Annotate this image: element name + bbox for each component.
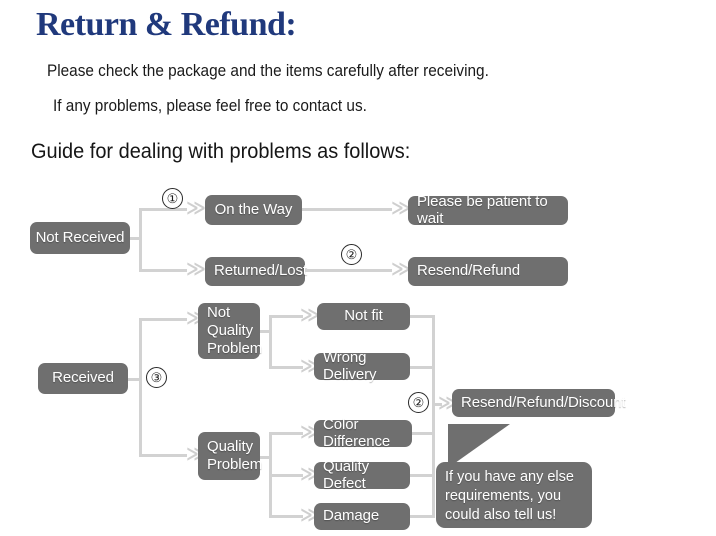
callout-bubble: If you have any else requirements, you c… (436, 462, 592, 528)
node-resend-refund[interactable]: Resend/Refund (408, 257, 568, 286)
connector-damage-out (410, 515, 435, 518)
node-wrong-delivery[interactable]: Wrong Delivery (314, 349, 410, 382)
node-color-difference[interactable]: Color Difference (314, 416, 412, 449)
arrow-to-resend-refund: ≫ (391, 258, 411, 280)
instruction-line-2: If any problems, please feel free to con… (53, 97, 367, 115)
callout-tail (448, 424, 510, 468)
connector-to-returned-lost (139, 269, 187, 272)
connector-not-received-bus (139, 208, 142, 270)
arrow-to-not-fit: ≫ (300, 304, 320, 326)
step-marker-1: ① (162, 188, 183, 209)
connector-not-received-stem (130, 237, 142, 240)
instruction-line-1: Please check the package and the items c… (47, 62, 489, 80)
node-not-quality-problem[interactable]: Not Quality Problem (198, 303, 262, 359)
node-quality-problem[interactable]: Quality Problem (198, 432, 262, 480)
connector-color-difference-out (412, 432, 435, 435)
node-not-received[interactable]: Not Received (30, 222, 130, 254)
node-resend-refund-discount[interactable]: Resend/Refund/Discount (452, 389, 626, 417)
connector-to-on-the-way (139, 208, 187, 211)
guide-heading: Guide for dealing with problems as follo… (31, 140, 411, 163)
connector-to-color-difference (269, 432, 303, 435)
step-marker-3: ③ (146, 367, 167, 388)
connector-to-quality-defect (269, 474, 303, 477)
connector-quality-stem (260, 456, 272, 459)
connector-returned-lost-to-resend (305, 269, 392, 272)
connector-received-bus (139, 318, 142, 457)
page-title: Return & Refund: (36, 6, 297, 43)
node-on-the-way[interactable]: On the Way (205, 195, 302, 225)
connector-bus-to-discount (432, 403, 442, 406)
connector-on-the-way-to-wait (302, 208, 392, 211)
connector-quality-defect-out (410, 474, 435, 477)
node-not-fit[interactable]: Not fit (317, 303, 410, 330)
connector-wrong-delivery-out (410, 366, 435, 369)
node-returned-lost[interactable]: Returned/Lost (205, 257, 307, 286)
node-received[interactable]: Received (38, 363, 128, 394)
node-please-be-patient-to-wait[interactable]: Please be patient to wait (408, 193, 568, 226)
step-marker-2-bottom: ② (408, 392, 429, 413)
step-marker-2-top: ② (341, 244, 362, 265)
node-quality-defect[interactable]: Quality Defect (314, 458, 410, 491)
arrow-to-on-the-way: ≫ (186, 197, 206, 219)
connector-not-quality-stem (260, 330, 272, 333)
connector-not-quality-bus (269, 315, 272, 369)
node-damage[interactable]: Damage (314, 503, 410, 530)
connector-to-not-quality (139, 318, 187, 321)
connector-received-stem (128, 378, 142, 381)
arrow-to-please-wait: ≫ (391, 197, 411, 219)
connector-to-wrong-delivery (269, 366, 303, 369)
connector-not-fit-out (410, 315, 435, 318)
connector-converge-bus (432, 315, 435, 518)
connector-to-not-fit (269, 315, 303, 318)
arrow-to-returned-lost: ≫ (186, 258, 206, 280)
connector-to-damage (269, 515, 303, 518)
connector-to-quality (139, 454, 187, 457)
